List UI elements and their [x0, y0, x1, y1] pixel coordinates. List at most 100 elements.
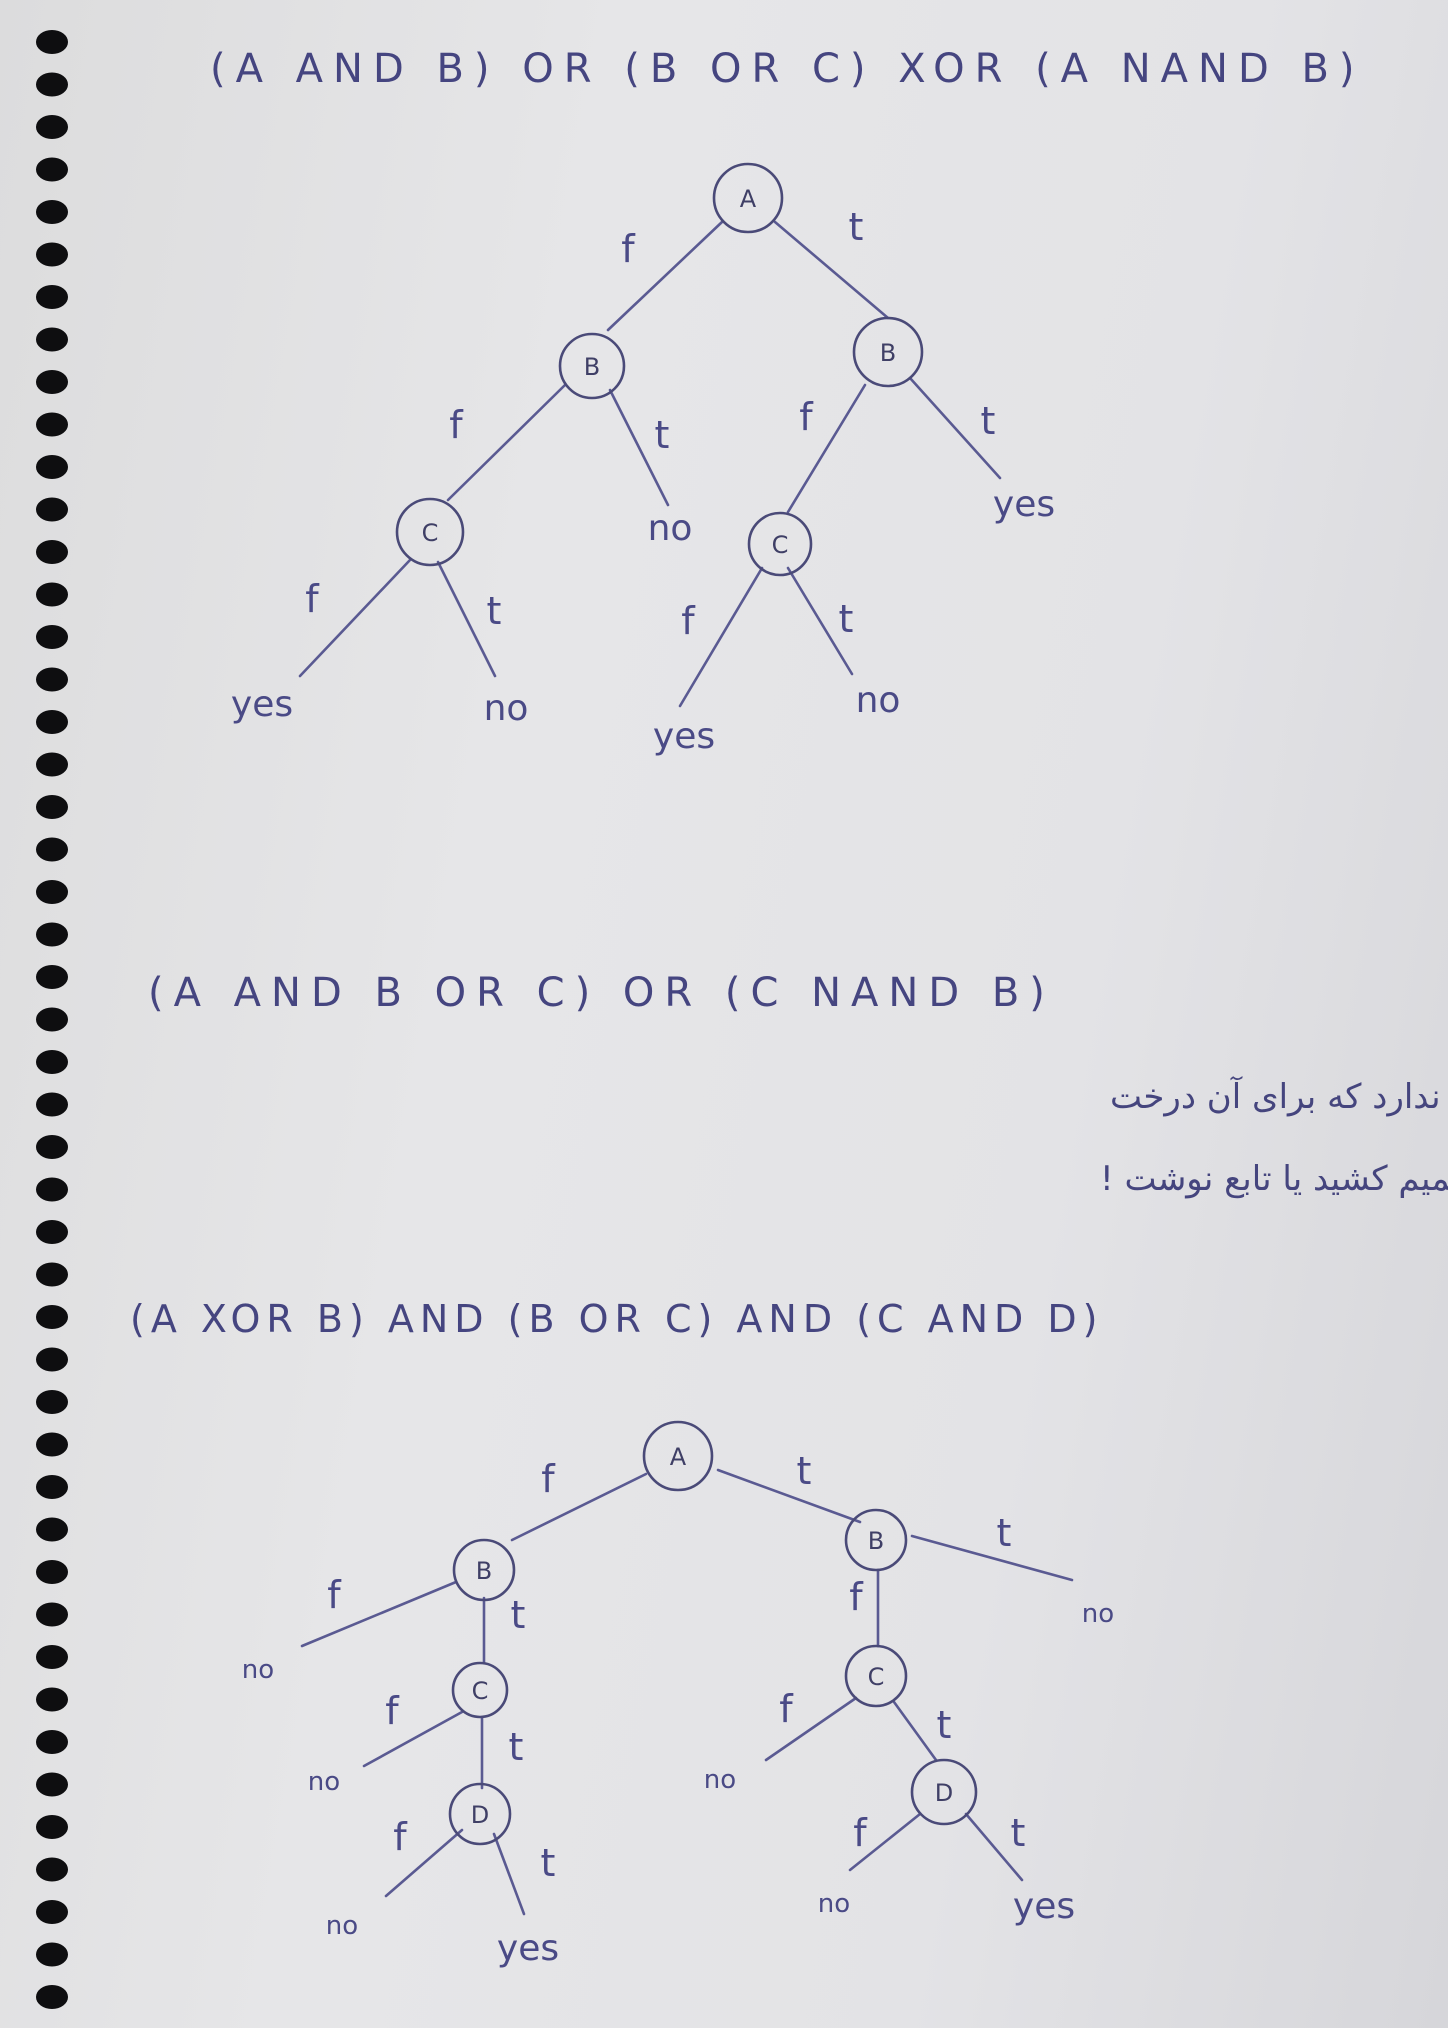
binding-hole	[36, 242, 68, 267]
node-circle	[844, 1508, 908, 1572]
node-circle	[712, 162, 784, 234]
binding-hole	[36, 1177, 68, 1202]
tree1-label-cr-f: f	[681, 599, 696, 643]
tree2-label-dr-t: t	[1011, 1811, 1026, 1855]
binding-hole	[36, 1645, 68, 1669]
node-label: C	[772, 531, 789, 559]
node-label: C	[472, 1677, 489, 1705]
tree2-leaf-bl-f: no	[242, 1655, 274, 1685]
binding-hole	[36, 285, 68, 309]
binding-hole	[36, 1305, 68, 1329]
binding-hole	[36, 1687, 68, 1712]
node-circle	[452, 1538, 516, 1602]
tree2-edge-cl-f	[362, 1710, 464, 1768]
node-label: B	[476, 1557, 492, 1585]
binding-hole	[36, 1092, 68, 1117]
tree1-edge-cr-t	[786, 566, 854, 676]
binding-hole	[36, 540, 68, 564]
tree2-edge-dl-t	[492, 1832, 526, 1916]
binding-hole	[36, 412, 68, 437]
tree2-label-cl-t: t	[509, 1725, 524, 1769]
tree1-label-cl-f: f	[305, 577, 320, 621]
tree2-edge-a-t	[716, 1468, 862, 1524]
binding-hole	[36, 1475, 68, 1499]
node-label: D	[471, 1801, 489, 1829]
binding-hole	[36, 1815, 68, 1839]
binding-hole	[36, 455, 68, 479]
expression-1: (A AND B) OR (B OR C) XOR (A NAND B)	[210, 46, 1365, 92]
binding-hole	[36, 1050, 68, 1074]
binding-hole	[36, 1390, 68, 1414]
tree2-node-c-left: C	[451, 1661, 509, 1719]
node-label: B	[880, 339, 896, 367]
binding-hole	[36, 880, 68, 904]
binding-hole	[36, 1135, 68, 1159]
tree1-leaf-br-t: yes	[993, 484, 1055, 525]
binding-hole	[36, 795, 68, 819]
tree1-edge-a-f	[606, 220, 724, 332]
binding-hole	[36, 922, 68, 947]
binding-hole	[36, 1262, 68, 1287]
binding-hole	[36, 625, 68, 649]
tree2-label-cr-f: f	[779, 1687, 794, 1731]
node-circle	[642, 1420, 714, 1492]
binding-hole	[36, 370, 68, 394]
binding-hole	[36, 30, 68, 54]
node-circle	[395, 497, 465, 567]
tree1-leaf-cr-f: yes	[653, 716, 715, 757]
node-label: A	[740, 185, 757, 213]
tree2-leaf-cl-f: no	[308, 1767, 340, 1797]
expression-2: (A AND B OR C) OR (C NAND B)	[148, 970, 1055, 1016]
binding-hole	[36, 1347, 68, 1372]
binding-hole	[36, 200, 68, 224]
tree2-leaf-dl-t: yes	[497, 1928, 559, 1969]
tree1-edge-br-f	[786, 383, 867, 514]
binding-hole	[36, 497, 68, 522]
tree2-leaf-cr-f: no	[704, 1765, 736, 1795]
decision-tree-2: A B B C C D D	[242, 1420, 1114, 1969]
persian-note-line-1: جواب همیشه yes است! تو زیبی وجود ندارد ک…	[1110, 1076, 1448, 1117]
tree2-label-bl-f: f	[327, 1573, 342, 1617]
tree1-label-cr-t: t	[839, 597, 854, 641]
binding-hole	[36, 1560, 68, 1584]
tree1-label-br-t: t	[981, 399, 996, 443]
node-circle	[448, 1782, 512, 1846]
binding-hole	[36, 752, 68, 777]
binding-hole	[36, 1730, 68, 1754]
tree1-node-b-right: B	[852, 316, 924, 388]
tree2-edge-br-t	[910, 1534, 1074, 1582]
binding-hole	[36, 965, 68, 989]
tree2-leaf-br-t: no	[1082, 1599, 1114, 1629]
binding-hole	[36, 1900, 68, 1924]
tree2-leaf-dr-t: yes	[1013, 1886, 1075, 1927]
node-label: C	[422, 519, 439, 547]
tree1-label-bl-f: f	[449, 403, 464, 447]
tree1-node-b-left: B	[558, 332, 626, 400]
tree2-label-br-f: f	[849, 1575, 864, 1619]
tree1-leaf-cr-t: no	[856, 680, 901, 721]
tree2-edge-cr-t	[892, 1700, 938, 1762]
spiral-binding-holes	[36, 30, 68, 2009]
node-label: D	[935, 1779, 953, 1807]
binding-hole	[36, 327, 68, 352]
tree2-edge-dr-t	[964, 1812, 1024, 1882]
binding-hole	[36, 72, 68, 97]
tree1-node-a: A	[712, 162, 784, 234]
tree2-edge-bl-f	[300, 1580, 458, 1648]
node-label: B	[584, 353, 600, 381]
tree1-leaf-cl-f: yes	[231, 684, 293, 725]
tree2-label-a-t: t	[797, 1449, 812, 1493]
tree2-label-br-t: t	[997, 1511, 1012, 1555]
binding-hole	[36, 1772, 68, 1797]
tree1-leaf-cl-t: no	[484, 688, 529, 729]
binding-hole	[36, 1007, 68, 1032]
binding-hole	[36, 157, 68, 182]
tree2-label-a-f: f	[541, 1457, 556, 1501]
tree2-leaf-dl-f: no	[326, 1911, 358, 1941]
tree2-edge-a-f	[510, 1472, 648, 1542]
binding-hole	[36, 1942, 68, 1967]
tree1-edge-a-t	[773, 220, 890, 320]
